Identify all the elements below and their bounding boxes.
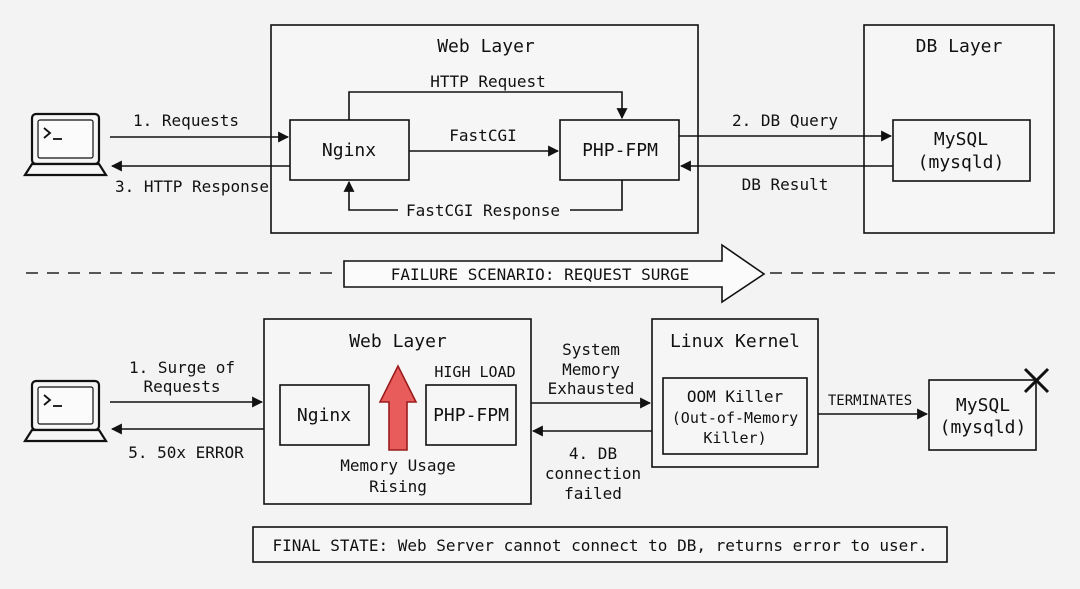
mysql-label-killed: MySQL bbox=[956, 395, 1010, 416]
mysql-box-killed bbox=[928, 379, 1037, 451]
high-load-label: HIGH LOAD bbox=[434, 363, 515, 381]
db-failed-label-line2: connection bbox=[545, 464, 641, 483]
http-response-label: 3. HTTP Response bbox=[115, 177, 269, 196]
db-layer-title: DB Layer bbox=[916, 36, 1003, 57]
failure-scenario-banner: FAILURE SCENARIO: REQUEST SURGE bbox=[391, 265, 690, 284]
php-fpm-box bbox=[559, 119, 680, 181]
linux-kernel-title: Linux Kernel bbox=[670, 331, 800, 352]
memory-exhausted-label-line1: System bbox=[562, 340, 620, 359]
nginx-label: Nginx bbox=[322, 140, 376, 161]
final-state-text: FINAL STATE: Web Server cannot connect t… bbox=[272, 536, 927, 555]
final-state-box bbox=[252, 526, 948, 563]
mysql-box bbox=[892, 119, 1031, 182]
mysqld-label: (mysqld) bbox=[918, 152, 1005, 173]
error-label: 5. 50x ERROR bbox=[128, 443, 244, 462]
oom-killer-box bbox=[662, 377, 808, 455]
nginx-label-failure: Nginx bbox=[297, 405, 351, 426]
db-failed-label-line3: failed bbox=[564, 484, 622, 503]
http-request-arrow bbox=[348, 91, 628, 120]
laptop-terminal-icon bbox=[22, 112, 109, 177]
fastcgi-label: FastCGI bbox=[449, 126, 516, 145]
surge-label-line2: Requests bbox=[143, 377, 220, 396]
http-request-label: HTTP Request bbox=[430, 72, 546, 91]
memory-exhausted-label-line3: Exhausted bbox=[548, 379, 635, 398]
oom-killer-label-line2: (Out-of-Memory bbox=[672, 409, 798, 427]
mysql-label: MySQL bbox=[934, 129, 988, 150]
db-query-label: 2. DB Query bbox=[732, 111, 838, 130]
fastcgi-response-label: FastCGI Response bbox=[406, 201, 560, 220]
requests-label: 1. Requests bbox=[133, 111, 239, 130]
php-fpm-label-failure: PHP-FPM bbox=[433, 405, 509, 426]
laptop-terminal-icon bbox=[22, 379, 109, 443]
fastcgi-response-label-bg bbox=[398, 199, 570, 221]
failure-banner-arrow bbox=[343, 243, 766, 304]
php-fpm-box-failure bbox=[425, 384, 517, 446]
db-failed-label-line1: 4. DB bbox=[569, 444, 617, 463]
memory-exhausted-label-line2: Memory bbox=[562, 360, 620, 379]
memory-rising-arrow-icon bbox=[378, 364, 418, 451]
oom-killer-label-line3: Killer) bbox=[703, 429, 766, 447]
failure-flow-section: 1. Surge of Requests 5. 50x ERROR Web La… bbox=[22, 318, 1050, 505]
surge-label-line1: 1. Surge of bbox=[129, 358, 235, 377]
normal-flow-section: Web Layer Nginx PHP-FPM DB Layer MySQL (… bbox=[22, 24, 1055, 234]
memory-usage-label-line2: Rising bbox=[369, 477, 427, 496]
terminates-label: TERMINATES bbox=[828, 393, 912, 409]
web-layer-title-failure: Web Layer bbox=[349, 331, 447, 352]
nginx-box-failure bbox=[279, 384, 370, 446]
php-fpm-label: PHP-FPM bbox=[582, 140, 658, 161]
web-layer-title: Web Layer bbox=[437, 36, 535, 57]
db-result-label: DB Result bbox=[742, 175, 829, 194]
x-cross-icon bbox=[1023, 367, 1050, 394]
failure-scenario-divider: FAILURE SCENARIO: REQUEST SURGE bbox=[26, 243, 1056, 304]
nginx-box bbox=[289, 119, 410, 181]
mysqld-label-killed: (mysqld) bbox=[940, 417, 1027, 438]
memory-usage-label-line1: Memory Usage bbox=[340, 456, 456, 475]
oom-killer-label-line1: OOM Killer bbox=[687, 387, 784, 406]
